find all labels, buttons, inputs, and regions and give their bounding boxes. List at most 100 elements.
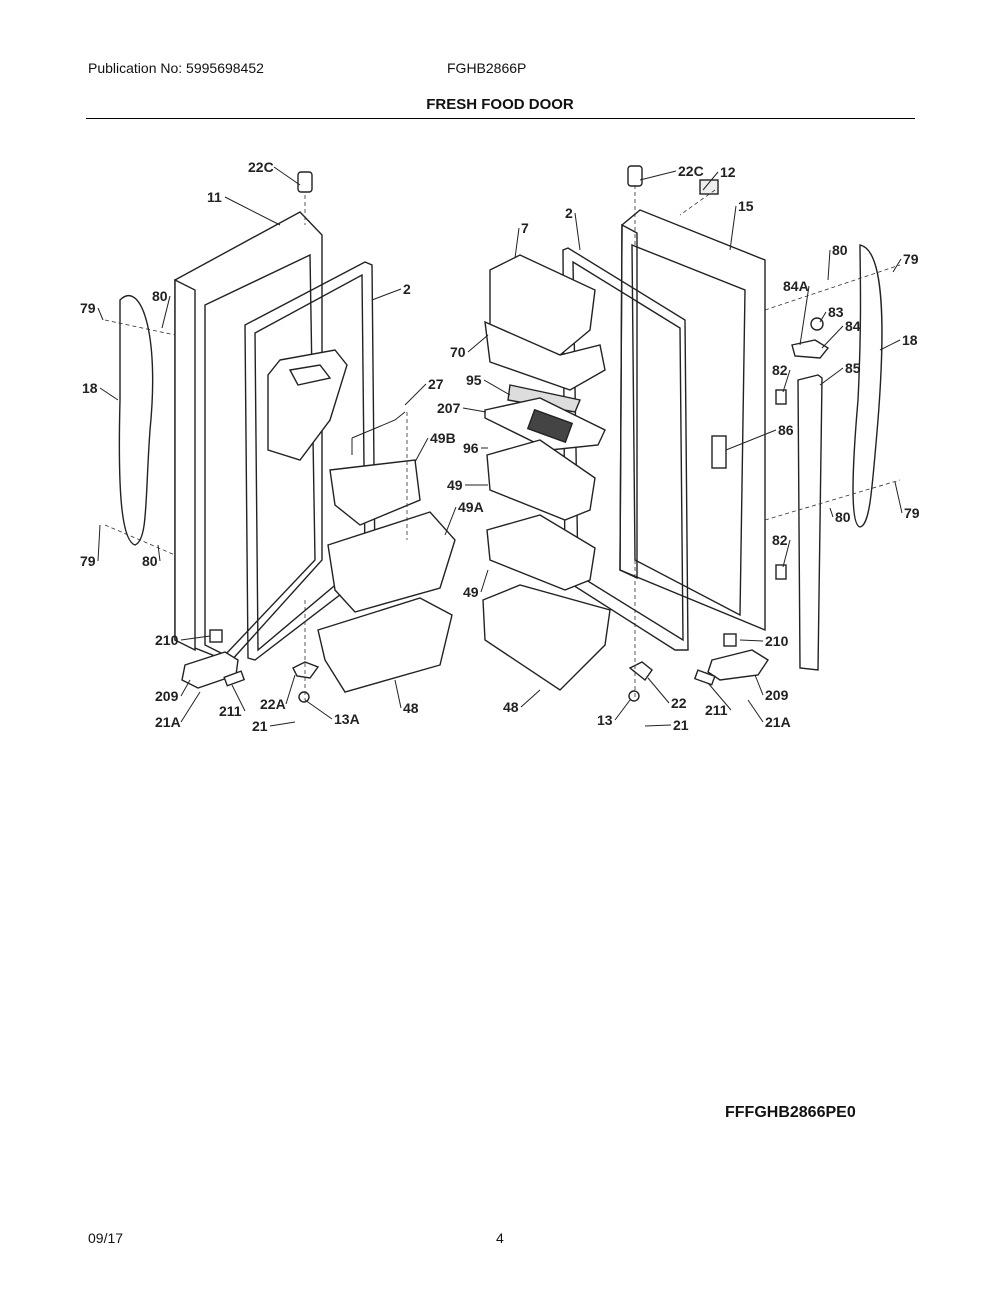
callout-label: 13A — [334, 711, 360, 727]
callout-label: 79 — [904, 505, 920, 521]
callout-21: 21 — [644, 717, 689, 733]
callout-2: 2 — [371, 281, 411, 301]
callout-label: 85 — [845, 360, 861, 376]
callout-211: 211 — [705, 682, 732, 718]
callout-label: 79 — [903, 251, 919, 267]
callout-12: 12 — [702, 164, 736, 191]
callout-label: 210 — [155, 632, 179, 648]
leader-line — [99, 387, 119, 401]
callout-209: 209 — [155, 679, 191, 704]
leader-line — [462, 407, 487, 413]
callout-label: 80 — [152, 288, 168, 304]
right-door-assembly — [482, 165, 883, 702]
callout-label: 82 — [772, 532, 788, 548]
callout-label: 2 — [403, 281, 411, 297]
callout-48: 48 — [394, 679, 419, 716]
callout-210: 210 — [739, 633, 789, 649]
leader-line — [644, 724, 672, 727]
callout-84a: 84A — [783, 278, 810, 346]
callout-83: 83 — [819, 304, 844, 323]
callout-label: 11 — [207, 189, 222, 205]
callout-label: 82 — [772, 362, 788, 378]
callout-11: 11 — [207, 189, 281, 226]
leader-line — [821, 325, 844, 349]
callout-label: 210 — [765, 633, 789, 649]
callout-label: 21 — [673, 717, 689, 733]
leader-line — [157, 544, 161, 562]
callout-label: 209 — [155, 688, 179, 704]
callout-49: 49 — [463, 569, 489, 600]
leader-line — [782, 369, 791, 393]
callout-label: 13 — [597, 712, 613, 728]
callout-22c: 22C — [248, 159, 301, 186]
callout-86: 86 — [725, 422, 794, 451]
callout-label: 49A — [458, 499, 484, 515]
leader-line — [394, 679, 402, 709]
callout-label: 7 — [521, 220, 529, 236]
callout-label: 2 — [565, 205, 573, 221]
callout-13: 13 — [597, 699, 631, 728]
callout-label: 48 — [503, 699, 519, 715]
page-number: 4 — [496, 1230, 504, 1246]
callout-label: 22A — [260, 696, 286, 712]
leader-line — [754, 674, 764, 696]
callout-label: 49 — [447, 477, 463, 493]
leader-line — [404, 383, 427, 406]
leader-line — [725, 429, 777, 451]
revision-date: 09/17 — [88, 1230, 124, 1246]
callout-48: 48 — [503, 689, 541, 715]
callout-label: 79 — [80, 300, 96, 316]
callout-label: 95 — [466, 372, 482, 388]
callout-15: 15 — [729, 198, 754, 251]
leader-line — [285, 674, 296, 705]
callout-211: 211 — [219, 684, 246, 719]
leader-line — [827, 249, 831, 281]
leader-line — [614, 699, 631, 721]
callout-13a: 13A — [304, 699, 360, 727]
callout-96: 96 — [463, 440, 488, 456]
callout-label: 211 — [705, 702, 728, 718]
leader-line — [161, 295, 171, 329]
callout-79: 79 — [80, 524, 101, 569]
callout-95: 95 — [466, 372, 511, 396]
callout-18: 18 — [82, 380, 119, 401]
callout-21a: 21A — [747, 699, 791, 730]
callout-22a: 22A — [260, 674, 296, 712]
callout-84: 84 — [821, 318, 861, 349]
callout-21: 21 — [252, 718, 296, 734]
callout-label: 27 — [428, 376, 444, 392]
callout-70: 70 — [450, 334, 489, 360]
leader-line — [879, 339, 901, 351]
callout-80: 80 — [152, 288, 171, 329]
callout-label: 209 — [765, 687, 789, 703]
model-number: FGHB2866P — [447, 60, 527, 76]
leader-line — [729, 205, 737, 251]
leader-line — [97, 524, 101, 562]
callout-label: 84 — [845, 318, 861, 334]
leader-line — [702, 171, 719, 191]
callout-label: 211 — [219, 703, 242, 719]
callout-label: 21 — [252, 718, 268, 734]
leader-line — [707, 682, 732, 711]
callout-49a: 49A — [444, 499, 484, 536]
callout-label: 207 — [437, 400, 461, 416]
leader-line — [894, 481, 903, 514]
leader-line — [483, 379, 511, 396]
leader-line — [639, 170, 677, 181]
leader-line — [180, 635, 211, 641]
callout-label: 18 — [902, 332, 918, 348]
callout-label: 18 — [82, 380, 98, 396]
assembly-guide-lines — [104, 185, 901, 700]
leader-line — [224, 196, 281, 226]
callout-49b: 49B — [414, 430, 456, 463]
callout-label: 70 — [450, 344, 466, 360]
callout-label: 12 — [720, 164, 736, 180]
callout-82: 82 — [772, 362, 791, 393]
callout-22: 22 — [647, 677, 687, 711]
leader-line — [829, 507, 834, 518]
leader-line — [269, 721, 296, 727]
callout-label: 48 — [403, 700, 419, 716]
diagram-code: FFFGHB2866PE0 — [725, 1104, 856, 1121]
header-divider — [86, 118, 915, 119]
leader-line — [819, 311, 827, 323]
